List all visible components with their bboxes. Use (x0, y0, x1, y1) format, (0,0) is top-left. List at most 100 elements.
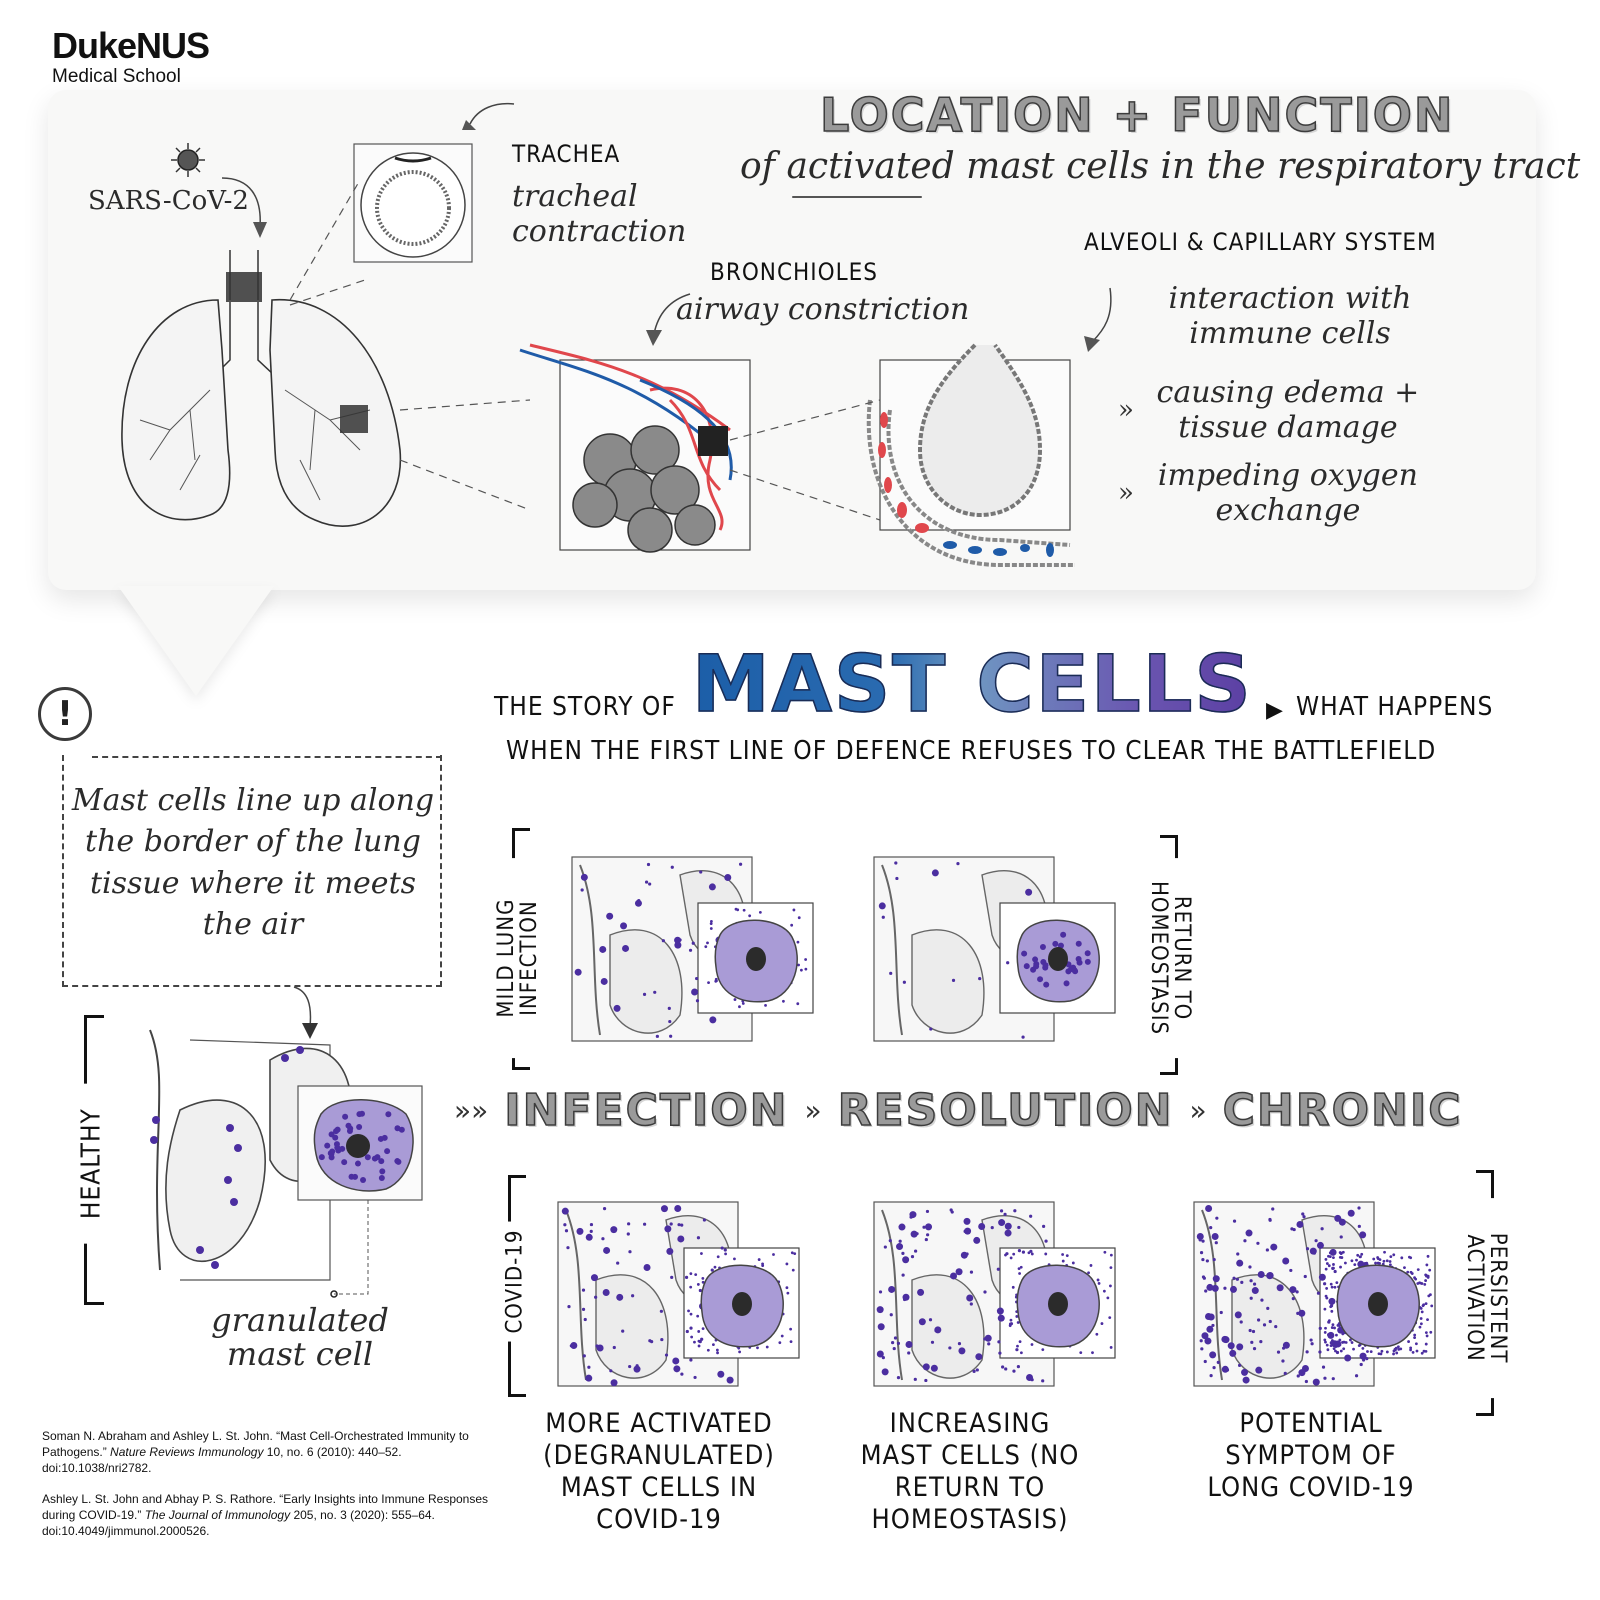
mast-cell-dot (1249, 1296, 1253, 1300)
mast-cell-dot (602, 1207, 607, 1211)
mast-cell-dot (1290, 1227, 1294, 1231)
bronchioles-arrow-icon (646, 293, 691, 346)
trachea-zoom-lines (289, 179, 366, 306)
flow-separator-icon: » (804, 1094, 822, 1127)
granule (371, 1155, 378, 1162)
mast-cell-dot (628, 1250, 632, 1254)
mast-cell-dot (1323, 1282, 1327, 1286)
released-granule (1408, 1255, 1411, 1259)
persistent-activation-label: PERSISTENT ACTIVATION (1462, 1198, 1510, 1399)
released-granule (1394, 1346, 1398, 1350)
released-granule (1336, 1324, 1340, 1327)
covid-caption: MORE ACTIVATED (DEGRANULATED) MAST CELLS… (543, 1408, 775, 1535)
mast-cell-dot (590, 1274, 598, 1282)
mast-cell-dot (648, 882, 652, 886)
released-granule (758, 910, 762, 914)
mast-cell-dot (975, 1368, 979, 1372)
released-granule (1324, 1326, 1327, 1330)
mast-cell-dot (891, 1340, 895, 1345)
mast-cell-dot (1219, 1310, 1223, 1315)
mast-cell-dot (1276, 1284, 1284, 1292)
granule (1032, 956, 1039, 963)
mast-cell-dot (1248, 1265, 1252, 1269)
mast-cell-dot (673, 1365, 681, 1373)
released-granule (697, 1339, 701, 1343)
released-granule (1325, 1262, 1329, 1265)
granule (360, 1177, 367, 1184)
released-granule (1382, 1259, 1386, 1263)
granule (324, 1142, 331, 1149)
mast-cell-dot (1212, 1257, 1216, 1262)
mast-cell-dot (1291, 1297, 1295, 1301)
mast-cell-dot (1198, 1238, 1202, 1242)
released-granule (1343, 1261, 1347, 1265)
mast-cell-dot (998, 1351, 1002, 1355)
released-granule (1108, 1316, 1112, 1319)
released-granule (689, 1312, 693, 1316)
mast-cell-dot (922, 1225, 926, 1229)
released-granule (1327, 1264, 1331, 1268)
released-granule (1097, 1282, 1101, 1285)
granule (339, 1145, 346, 1152)
released-granule (1100, 1322, 1104, 1325)
mast-cell-dot (582, 1354, 586, 1358)
released-granule (1328, 1255, 1332, 1259)
released-granule (1095, 1332, 1099, 1336)
mast-cell-dot (1245, 1229, 1253, 1237)
granule (379, 1168, 386, 1175)
mast-cell-dot (1316, 1291, 1321, 1295)
mast-cell-dot (570, 1342, 578, 1350)
mast-cell-dot (876, 1306, 884, 1314)
released-granule (764, 1004, 767, 1007)
released-granule (1338, 1343, 1342, 1347)
bronchioles-zoom-lines (399, 399, 531, 511)
released-granule (716, 1255, 720, 1259)
mast-cell-dot (634, 899, 642, 907)
released-granule (1424, 1342, 1428, 1346)
mast-cell-dot (1012, 1369, 1016, 1373)
mast-cell-dot (1204, 1337, 1212, 1345)
note-box (62, 755, 442, 987)
granule (1084, 958, 1091, 965)
released-granule (1342, 1347, 1346, 1351)
released-granule (1416, 1268, 1420, 1272)
released-granule (1338, 1256, 1342, 1259)
mast-cell-dot (1251, 1287, 1259, 1295)
released-granule (1109, 1346, 1113, 1349)
mast-cell-dot (606, 912, 614, 920)
released-granule (1335, 1281, 1339, 1284)
released-granule (1424, 1349, 1428, 1353)
mast-cell-dot (602, 1289, 610, 1297)
released-granule (1018, 1340, 1022, 1344)
mast-cell-dot (892, 1346, 896, 1351)
mast-cell-dot (1333, 1269, 1337, 1274)
released-granule (1411, 1351, 1415, 1354)
released-granule (1392, 1253, 1396, 1257)
mast-cell-dot (902, 1297, 907, 1302)
mast-cell-dot (1044, 1239, 1048, 1243)
mast-cell-dot (1331, 1377, 1335, 1381)
granule (356, 1111, 363, 1118)
mast-cell-dot (1249, 1279, 1253, 1283)
released-granule (741, 1002, 745, 1005)
granule (334, 1126, 341, 1133)
released-granule (1406, 1270, 1410, 1274)
mast-cell-dot (724, 874, 732, 882)
mast-cell-dot (1334, 1214, 1342, 1222)
released-granule (701, 1327, 705, 1331)
released-granule (1420, 1351, 1424, 1355)
released-granule (765, 1345, 769, 1349)
mast-cell-dot (1310, 1342, 1314, 1346)
released-granule (1332, 1263, 1335, 1266)
mast-cell-dot (627, 1222, 631, 1226)
released-granule (1413, 1333, 1417, 1337)
mast-cell-dot (1215, 1216, 1219, 1220)
reference-text: 10, no. 6 (2010): 440–52. doi:10.1038/nr… (42, 1445, 402, 1476)
released-granule (689, 1285, 693, 1289)
released-granule (694, 1273, 698, 1277)
released-granule (1424, 1331, 1428, 1335)
mast-cell-dot (642, 992, 647, 996)
alveoli-title: ALVEOLI & CAPILLARY SYSTEM (1084, 228, 1437, 256)
mast-cell-dot (878, 1290, 883, 1294)
granule (394, 1125, 401, 1132)
